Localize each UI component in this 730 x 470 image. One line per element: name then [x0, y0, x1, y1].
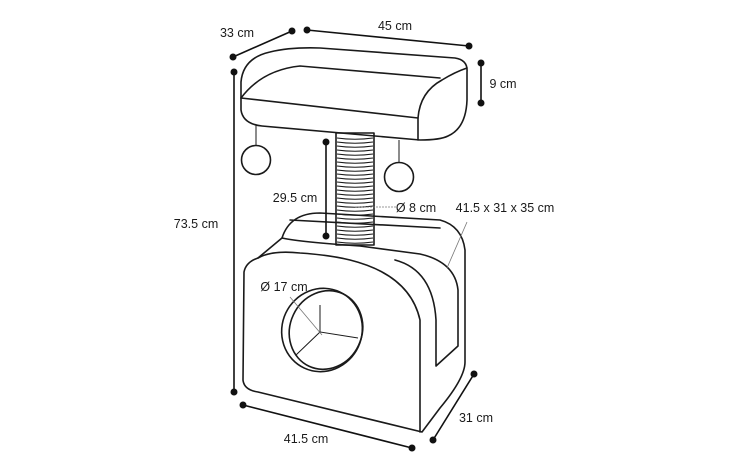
rope-stripe	[336, 137, 374, 140]
rope-stripe	[336, 169, 374, 172]
rope-stripe	[336, 221, 374, 224]
rope-stripe	[336, 193, 374, 196]
post-diameter-label: Ø 8 cm	[395, 201, 437, 215]
total-height-label: 73.5 cm	[173, 217, 219, 231]
rope-stripe	[336, 153, 374, 156]
rope-stripe	[336, 181, 374, 184]
rope-stripe	[336, 161, 374, 164]
post-height-label: 29.5 cm	[272, 191, 318, 205]
base-size-label: 41.5 x 31 x 35 cm	[455, 201, 555, 215]
rope-stripe	[336, 237, 374, 240]
base-width-label: 41.5 cm	[283, 432, 329, 446]
rope-stripe	[336, 197, 374, 200]
rope-stripe	[336, 209, 374, 212]
base-depth-label: 31 cm	[458, 411, 494, 425]
rope-stripe	[336, 217, 374, 220]
scratching-post	[335, 132, 375, 246]
rope-stripe	[336, 177, 374, 180]
hole-diameter-label: Ø 17 cm	[260, 280, 308, 294]
rope-stripe	[336, 145, 374, 148]
platform-depth-label: 33 cm	[219, 26, 255, 40]
rope-stripe	[336, 173, 374, 176]
dimension-lines	[229, 26, 485, 452]
rope-stripe	[336, 241, 374, 244]
entry-hole	[280, 287, 364, 373]
rope-stripe	[336, 141, 374, 144]
rope-stripe	[336, 225, 374, 228]
rope-stripe	[336, 201, 374, 204]
platform-height-label: 9 cm	[489, 77, 517, 91]
rope-stripe	[336, 233, 374, 236]
rope-stripe	[336, 229, 374, 232]
top-platform	[240, 47, 468, 141]
rope-stripe	[336, 157, 374, 160]
rope-stripe	[336, 185, 374, 188]
hanging-toys	[240, 125, 415, 193]
platform-width-label: 45 cm	[377, 19, 413, 33]
rope-stripe	[336, 213, 374, 216]
rope-stripe	[336, 165, 374, 168]
rope-stripe	[336, 149, 374, 152]
base-house	[242, 212, 466, 433]
rope-stripe	[336, 189, 374, 192]
